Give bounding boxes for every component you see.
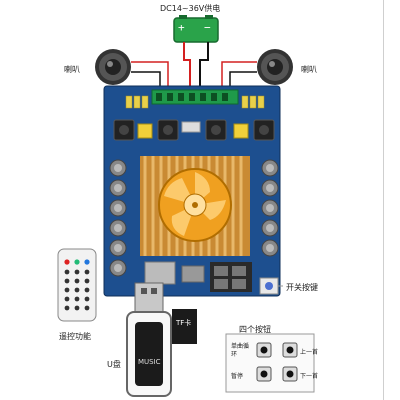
- btn-single-loop-label: 单曲循环: [231, 343, 250, 358]
- speaker-left-label: 喇叭: [64, 65, 80, 74]
- udisk-label: U盘: [107, 360, 121, 369]
- usb-drive-icon: [126, 282, 172, 397]
- power-switch-label: 开关按键: [286, 283, 318, 292]
- power-label: DC14~36V供电: [160, 4, 221, 13]
- tf-slot: [181, 265, 205, 283]
- usb-drive-text: MUSIC: [138, 358, 161, 366]
- btn-prev-label: 上一首: [300, 349, 319, 356]
- page-divider: [383, 0, 384, 400]
- pcb-board: [103, 85, 281, 297]
- usb-port: [144, 261, 176, 285]
- amplifier-diagram: [57, 15, 315, 397]
- tf-card-label: TF卡: [176, 319, 192, 327]
- btn-pause-label: 暂停: [231, 373, 244, 380]
- remote-label: 遥控功能: [59, 332, 91, 341]
- power-wire-black: [199, 42, 209, 92]
- power-wire-red: [183, 42, 191, 92]
- battery-icon: [173, 15, 219, 43]
- right-speaker-icon: [257, 49, 293, 85]
- remote-control-icon: [57, 248, 97, 322]
- speaker-right-label: 喇叭: [301, 65, 317, 74]
- four-buttons-label: 四个按钮: [239, 325, 271, 334]
- plus-sign: +: [178, 21, 185, 34]
- btn-next-label: 下一首: [300, 373, 319, 380]
- minus-sign: −: [204, 21, 211, 34]
- four-buttons-panel: [225, 333, 315, 393]
- fan: [158, 168, 232, 242]
- left-speaker-icon: [95, 49, 131, 85]
- tf-card-icon: [172, 309, 197, 344]
